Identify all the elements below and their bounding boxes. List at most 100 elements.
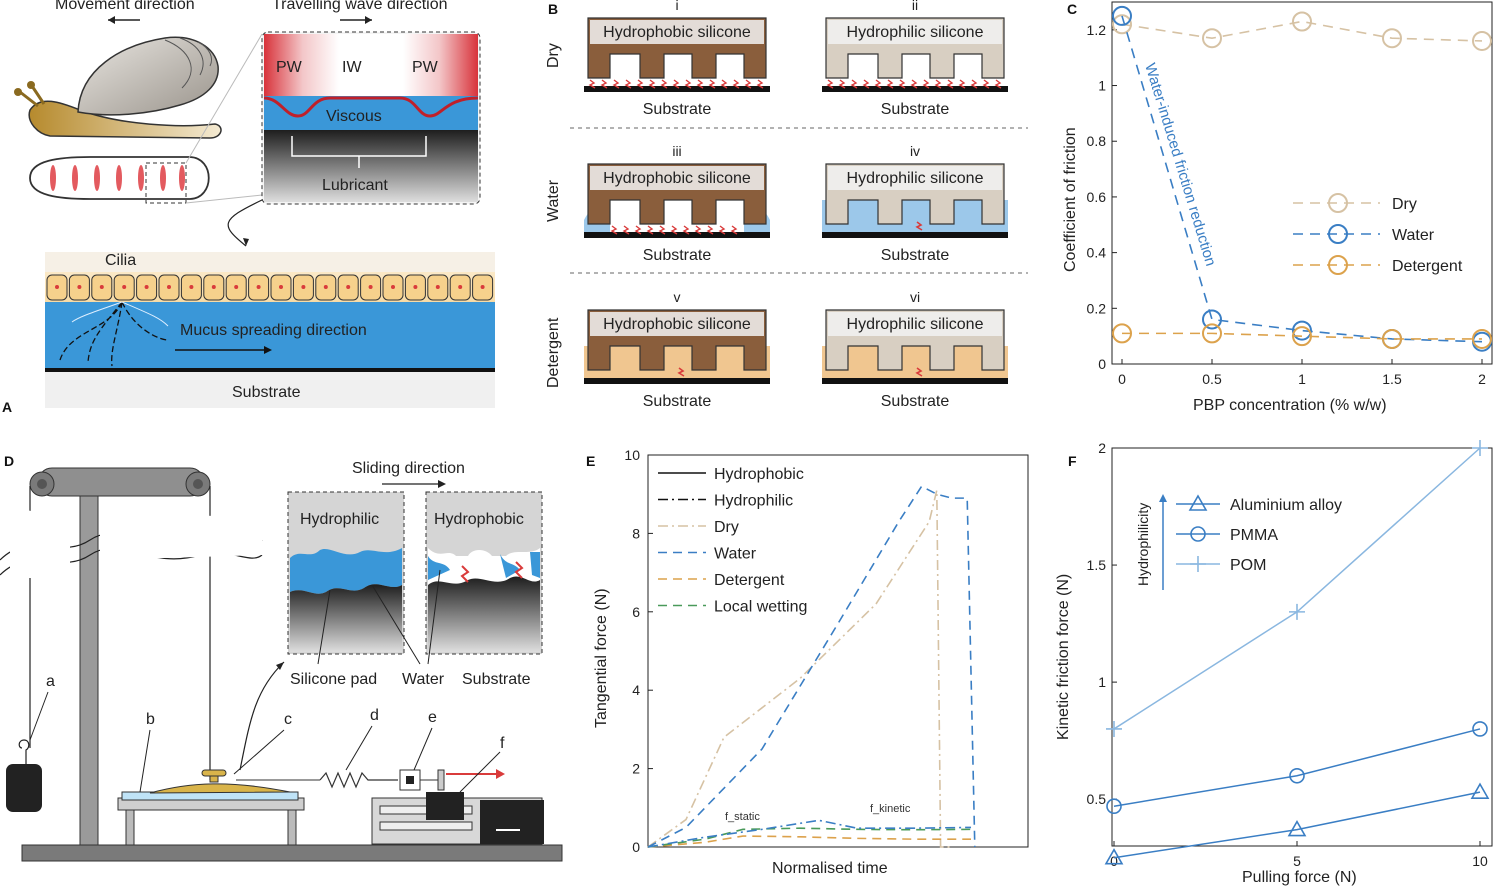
contact-mark	[708, 79, 716, 89]
contact-mark	[624, 79, 632, 89]
panel-c-letter: C	[1067, 1, 1077, 17]
cilia-nucleus	[391, 285, 395, 289]
chart-f-point	[1106, 798, 1122, 815]
cilia-nucleus	[368, 285, 373, 289]
chart-f-legend-label: PMMA	[1230, 527, 1278, 544]
chart-c-point	[1112, 323, 1132, 344]
mucus-direction-label: Mucus spreading direction	[180, 322, 367, 339]
panel-b-liquid	[584, 346, 770, 378]
chart-c-legend-marker	[1328, 255, 1348, 275]
chart-f-xtick-label: 10	[1472, 853, 1488, 869]
cilia-nucleus	[122, 285, 127, 289]
contact-mark	[756, 79, 764, 89]
chart-f-legend-label: Aluminium alloy	[1230, 497, 1342, 514]
chart-e-legend-label: Water	[714, 546, 757, 563]
contact-mark	[684, 79, 692, 89]
contact-mark	[838, 79, 846, 89]
contact-mark	[648, 79, 656, 89]
chart-c-ytick-label: 1	[1098, 78, 1106, 94]
chart-c-legend-label: Dry	[1392, 196, 1417, 213]
chart-c-xtick-label: 0	[1118, 371, 1126, 387]
chart-e-ylabel: Tangential force (N)	[593, 588, 610, 728]
contact-mark	[612, 79, 620, 89]
contact-mark	[744, 79, 752, 89]
contact-mark	[922, 79, 930, 89]
contact-mark	[970, 79, 978, 89]
leader-water-2	[371, 584, 421, 665]
leader-silicone	[317, 589, 331, 665]
panel-b-substrate-label: Substrate	[881, 101, 950, 118]
cilia-nucleus	[323, 285, 328, 289]
chart-c-ytick-label: 1.2	[1087, 22, 1107, 38]
chart-c-annotation: Water-induced friction reduction	[1141, 61, 1219, 268]
contact-mark	[600, 79, 608, 89]
panel-b-substrate-bar	[822, 378, 1008, 384]
chart-f-point	[1104, 848, 1124, 865]
chart-c-legend-marker	[1328, 193, 1348, 213]
chart-f-ytick-label: 2	[1098, 440, 1106, 456]
zoom-arrow	[239, 661, 285, 771]
chart-c-xtick-label: 0.5	[1202, 371, 1222, 387]
contact-mark	[982, 79, 990, 89]
snail-foot-sole	[29, 33, 263, 204]
cilia-nucleus	[55, 285, 59, 289]
chart-c-frame	[1111, 1, 1493, 365]
row-label-detergent: Detergent	[545, 317, 562, 388]
hydrophobic-silicone-label: Hydrophobic silicone	[603, 170, 751, 187]
inset-arrowhead	[243, 238, 249, 246]
panel-b-label-bg	[590, 312, 764, 336]
panel-b-liquid	[584, 206, 770, 232]
panel-b-label-bg	[590, 166, 764, 190]
panel-b-substrate-label: Substrate	[881, 247, 950, 264]
contact-mark	[958, 79, 966, 89]
panel-b-label-bg	[828, 166, 1002, 190]
panel-b-substrate-bar	[584, 86, 770, 92]
chart-e-series-line	[647, 490, 952, 848]
panel-b-substrate-bar	[584, 232, 770, 238]
cilia-nucleus	[435, 285, 440, 289]
contact-mark	[874, 79, 882, 89]
iw-label: IW	[342, 59, 362, 76]
panel-b-letter: B	[548, 1, 558, 17]
tribometer-setup	[0, 467, 563, 862]
part-leader-d	[345, 725, 373, 771]
silicone-pad-label: Silicone pad	[290, 671, 377, 688]
panel-b-substrate-bar	[584, 378, 770, 384]
chart-c-ytick-label: 0	[1098, 356, 1106, 372]
contact-mark	[850, 79, 858, 89]
hydrophobic-silicone-label: Hydrophobic silicone	[603, 24, 751, 41]
hydrophobic-zoom: Hydrophobic	[425, 491, 543, 655]
contact-mark	[658, 225, 666, 235]
chart-e-ytick-label: 0	[632, 839, 640, 855]
wave-zoom-inset: PW IW PW Viscous Lubricant	[261, 31, 481, 205]
chart-e-ytick-label: 4	[632, 682, 640, 698]
contact-mark	[588, 79, 596, 89]
panel-a: A Movement direction Travelling wave dir…	[2, 0, 495, 415]
f-static-annotation: f_static	[725, 811, 760, 823]
movement-arrowhead	[108, 16, 115, 24]
panel-b-liquid	[822, 346, 1008, 378]
hydrophobic-silicone-label: Hydrophobic silicone	[603, 316, 751, 333]
panel-a-letter: A	[2, 399, 12, 415]
contact-mark	[634, 225, 642, 235]
panel-b-numeral: iii	[672, 143, 681, 159]
chart-c-xlabel: PBP concentration (% w/w)	[1193, 397, 1387, 414]
contact-mark	[682, 225, 690, 235]
panel-b-numeral: iv	[910, 143, 920, 159]
contact-mark	[646, 225, 654, 235]
chart-f-ytick-label: 1.5	[1087, 557, 1107, 573]
cilia-nucleus	[458, 285, 463, 289]
cilia-nucleus	[99, 285, 104, 289]
chart-c-ytick-label: 0.6	[1087, 189, 1107, 205]
contact-mark	[946, 79, 954, 89]
mucus-arrowhead	[264, 346, 272, 354]
part-leader-c	[233, 729, 285, 775]
hydrophilicity-label: Hydrophilicity	[1135, 503, 1151, 586]
lubricant-label: Lubricant	[322, 177, 388, 194]
panel-e-letter: E	[586, 453, 595, 469]
chart-c-ytick-label: 0.2	[1087, 300, 1107, 316]
cilia-label: Cilia	[105, 252, 136, 269]
